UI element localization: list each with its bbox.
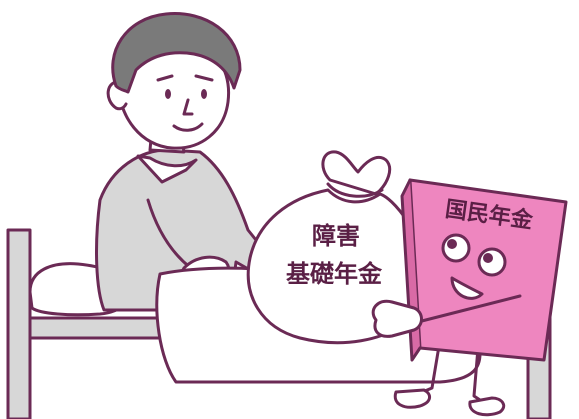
pension-book-pupil-left	[447, 239, 457, 249]
man-nose	[182, 98, 194, 116]
pension-book-arm	[408, 294, 522, 326]
man-eye-left	[165, 89, 171, 99]
money-bag-tie	[326, 182, 384, 198]
man-collar	[136, 154, 198, 184]
man-mouth	[172, 122, 204, 132]
pension-book-mouth	[450, 276, 484, 300]
man-brow-left	[156, 74, 174, 82]
bed-headboard-post	[6, 228, 32, 419]
pension-book-pupil-right	[483, 253, 493, 263]
pension-book-eye-right	[477, 247, 507, 277]
pension-book-foot-right	[468, 396, 506, 417]
money-bag-label-line1: 障害	[312, 222, 360, 250]
money-bag-label-line2: 基礎年金	[286, 260, 383, 288]
man-eye-right	[201, 89, 207, 99]
pension-book-hand	[371, 299, 423, 338]
pension-book: 国民年金	[371, 178, 568, 417]
pension-book-eye-left	[441, 233, 471, 263]
man-brow-right	[194, 74, 214, 82]
pension-book-foot-left	[393, 388, 431, 409]
money-bag-top	[321, 150, 392, 196]
man-hair	[111, 12, 242, 94]
man	[95, 12, 268, 312]
